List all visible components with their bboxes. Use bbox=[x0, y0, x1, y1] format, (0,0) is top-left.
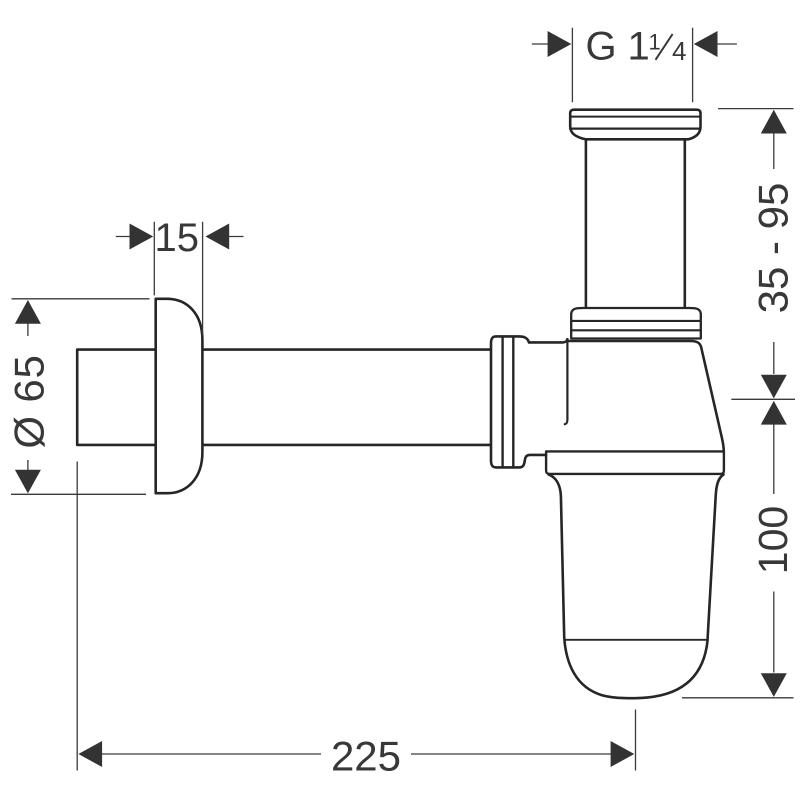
svg-text:15: 15 bbox=[155, 216, 200, 260]
svg-text:35 - 95: 35 - 95 bbox=[750, 183, 797, 314]
svg-text:G: G bbox=[586, 25, 617, 69]
svg-text:100: 100 bbox=[750, 506, 796, 574]
svg-text:1: 1 bbox=[628, 25, 650, 69]
svg-text:4: 4 bbox=[672, 36, 686, 66]
svg-text:1: 1 bbox=[649, 30, 661, 55]
svg-text:225: 225 bbox=[331, 733, 401, 780]
svg-text:Ø 65: Ø 65 bbox=[6, 354, 53, 448]
